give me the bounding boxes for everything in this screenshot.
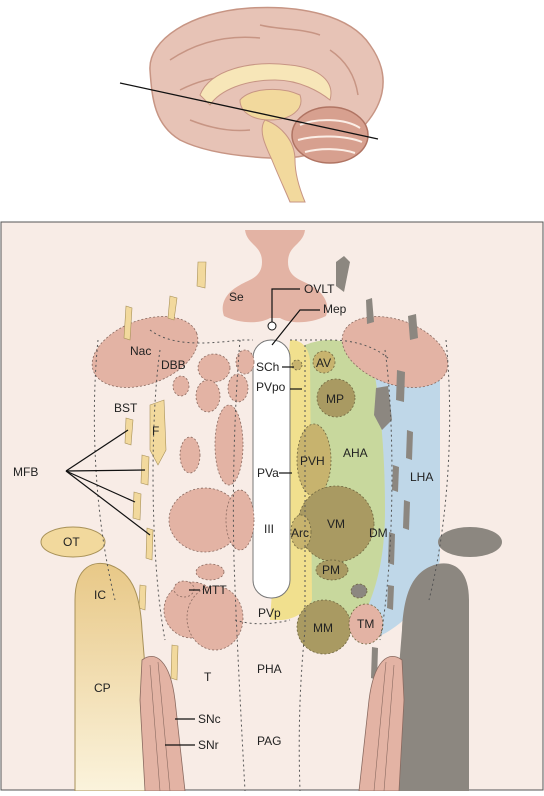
label-mm: MM <box>313 621 333 635</box>
salmon-nuclei <box>91 316 449 651</box>
label-f: F <box>152 424 159 438</box>
septum-shape <box>222 230 328 323</box>
label-sch: SCh <box>256 360 279 374</box>
label-tm: TM <box>357 617 374 631</box>
label-ovlt: OVLT <box>304 282 335 296</box>
label-mp: MP <box>326 392 344 406</box>
label-pva: PVa <box>257 466 279 480</box>
label-t: T <box>204 670 212 684</box>
optic-tract-left <box>40 526 106 558</box>
cerebral-peduncle-left <box>74 562 156 792</box>
label-snr: SNr <box>198 738 219 752</box>
label-pag: PAG <box>257 734 281 748</box>
label-av: AV <box>316 356 331 370</box>
label-ic: IC <box>94 588 106 602</box>
label-arc: Arc <box>291 526 309 540</box>
label-dm: DM <box>369 526 388 540</box>
label-pvpo: PVpo <box>256 380 286 394</box>
label-mfb: MFB <box>13 465 38 479</box>
label-vm: VM <box>327 517 345 531</box>
brainstem <box>261 119 306 203</box>
label-ot: OT <box>63 535 80 549</box>
label-pm: PM <box>322 563 340 577</box>
label-mep: Mep <box>323 302 347 316</box>
label-lha: LHA <box>410 470 433 484</box>
leader-lines <box>65 288 320 746</box>
labels: Se OVLT Mep Nac DBB BST MFB F SCh PVpo A… <box>13 282 433 752</box>
brain-inset <box>119 6 384 203</box>
label-aha: AHA <box>343 446 368 460</box>
dotted-boundaries <box>93 329 451 792</box>
label-pha: PHA <box>257 662 282 676</box>
label-pvh: PVH <box>300 454 325 468</box>
label-snc: SNc <box>198 712 221 726</box>
label-dbb: DBB <box>161 358 186 372</box>
third-ventricle <box>252 339 291 599</box>
label-iii: III <box>264 522 274 536</box>
label-pvp: PVp <box>258 606 281 620</box>
label-nac: Nac <box>130 344 151 358</box>
gold-fibers <box>123 261 207 681</box>
label-se: Se <box>229 290 244 304</box>
label-mtt: MTT <box>202 583 227 597</box>
hypothalamic-nuclei <box>290 350 384 655</box>
cerebral-peduncle-right <box>389 563 469 791</box>
label-bst: BST <box>114 401 138 415</box>
corpus-callosum <box>199 63 332 106</box>
section-line <box>119 82 379 140</box>
optic-tract-right <box>438 527 502 557</box>
label-cp: CP <box>94 681 111 695</box>
gray-fibers <box>336 256 418 680</box>
